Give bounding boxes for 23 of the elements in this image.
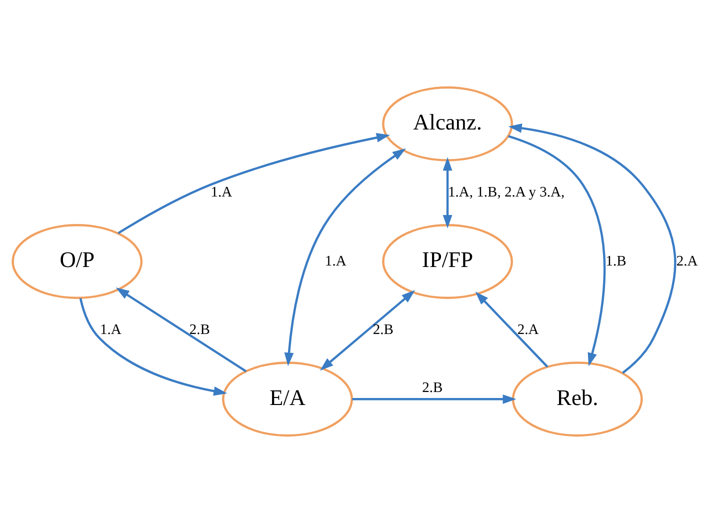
edge-label: 2.A bbox=[676, 252, 698, 269]
edge-label: 2.B bbox=[189, 322, 210, 338]
node-ellipse: IP/FP bbox=[382, 224, 514, 298]
arrow bbox=[118, 132, 390, 234]
node-ellipse: Reb. bbox=[512, 361, 643, 436]
edge-label: 1.A bbox=[100, 322, 122, 338]
arrow bbox=[508, 134, 606, 366]
edge-label: 1.B bbox=[606, 252, 626, 269]
arrow bbox=[475, 291, 548, 368]
arrow bbox=[116, 287, 247, 372]
arrow bbox=[508, 122, 676, 374]
edge-label: 2.B bbox=[372, 322, 394, 338]
edge-label: 2.B bbox=[422, 379, 443, 396]
arrow bbox=[284, 148, 406, 366]
edge-label: 1.A bbox=[210, 184, 232, 200]
arrow bbox=[320, 290, 416, 370]
edge-label: 1.A, 1.B, 2.A y 3.A, bbox=[448, 184, 565, 200]
edge-label: 1.A bbox=[324, 252, 346, 269]
edge-label: 2.A bbox=[517, 322, 539, 338]
arrow bbox=[442, 156, 452, 228]
arrow bbox=[79, 297, 228, 396]
node-ellipse: E/A bbox=[222, 361, 353, 436]
arrow bbox=[352, 394, 516, 404]
